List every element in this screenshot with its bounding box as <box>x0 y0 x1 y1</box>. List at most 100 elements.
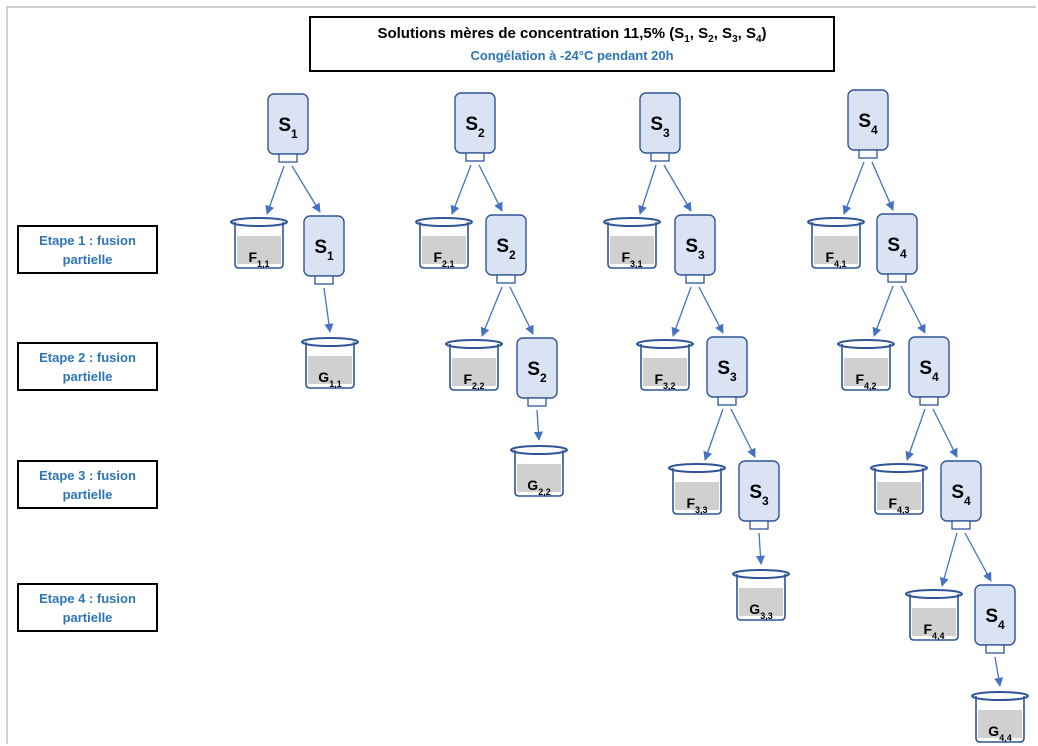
title-suffix: ) <box>761 25 767 42</box>
fraction-beaker: G1,1 <box>301 337 359 389</box>
beaker-label: F2,2 <box>463 371 484 391</box>
bottle-label: S3 <box>685 236 705 262</box>
solution-bottle: S3 <box>674 214 716 284</box>
title-prefix: Solutions mères de concentration 11,5% ( <box>377 25 675 42</box>
bottle-label: S3 <box>650 114 670 140</box>
beaker-label: F3,2 <box>654 371 675 391</box>
flow-arrow <box>638 164 657 215</box>
beaker-label: F3,3 <box>686 495 707 515</box>
fraction-beaker: F3,3 <box>668 463 726 515</box>
solution-bottle: S2 <box>516 337 558 407</box>
beaker-label: G3,3 <box>749 601 772 621</box>
flow-arrow <box>480 286 503 337</box>
fraction-beaker: G2,2 <box>510 445 568 497</box>
flow-arrow <box>872 285 894 337</box>
solution-bottle: S3 <box>639 92 681 162</box>
fraction-beaker: F4,1 <box>807 217 865 269</box>
title-item: S <box>698 25 709 42</box>
title-item-sub: 1 <box>684 34 690 45</box>
title-item-sub: 4 <box>755 34 762 45</box>
beaker-label: G2,2 <box>527 477 550 497</box>
fraction-beaker: F2,1 <box>415 217 473 269</box>
step-2-label: Etape 2 : fusion partielle <box>17 342 158 391</box>
title-item: S <box>745 25 756 42</box>
flow-arrow <box>932 408 958 458</box>
bottle-label: S1 <box>278 115 298 141</box>
page-title: Solutions mères de concentration 11,5% (… <box>311 25 833 45</box>
fraction-beaker: F4,4 <box>905 589 963 641</box>
solution-bottle: S3 <box>738 460 780 530</box>
flow-arrow <box>291 165 321 213</box>
fraction-beaker: F1,1 <box>230 217 288 269</box>
title-item-sub: 2 <box>708 34 714 45</box>
title-item: S <box>674 25 685 42</box>
fraction-beaker: F4,3 <box>870 463 928 515</box>
solution-bottle: S4 <box>908 336 950 406</box>
flow-arrow <box>698 286 724 334</box>
figure-frame <box>6 6 1036 744</box>
flow-arrow <box>842 161 865 215</box>
solution-bottle: S2 <box>485 214 527 284</box>
solution-bottle: S4 <box>940 460 982 530</box>
bottle-label: S2 <box>465 114 485 140</box>
solution-bottle: S1 <box>267 93 309 163</box>
fraction-beaker: F2,2 <box>445 339 503 391</box>
beaker-label: F4,4 <box>923 621 944 641</box>
flow-arrow <box>939 532 958 587</box>
solution-bottle: S2 <box>454 92 496 162</box>
bottle-label: S3 <box>749 482 769 508</box>
flow-arrow <box>905 408 926 461</box>
bottle-label: S4 <box>858 111 878 137</box>
title-sep: , <box>689 25 699 42</box>
fraction-beaker: F4,2 <box>837 339 895 391</box>
beaker-label: G4,4 <box>988 723 1011 743</box>
bottle-label: S4 <box>919 358 939 384</box>
flow-arrow <box>900 285 926 334</box>
step-3-label: Etape 3 : fusion partielle <box>17 460 158 509</box>
flow-arrow <box>703 408 724 461</box>
solution-bottle: S1 <box>303 215 345 285</box>
flow-arrow <box>663 164 692 212</box>
flow-arrow <box>964 532 992 582</box>
flow-arrow <box>478 164 503 212</box>
fraction-beaker: G4,4 <box>971 691 1029 743</box>
flow-arrow <box>450 164 472 215</box>
fraction-beaker: G3,3 <box>732 569 790 621</box>
flow-arrow <box>509 286 534 335</box>
bottle-label: S4 <box>887 235 907 261</box>
solution-bottle: S3 <box>706 336 748 406</box>
flow-arrow <box>533 409 543 441</box>
flow-arrow <box>671 286 692 337</box>
flow-arrow <box>265 165 285 215</box>
flow-arrow <box>755 532 766 565</box>
bottle-label: S2 <box>496 236 516 262</box>
step-1-label: Etape 1 : fusion partielle <box>17 225 158 274</box>
bottle-label: S2 <box>527 359 547 385</box>
bottle-label: S1 <box>314 237 334 263</box>
header-box: Solutions mères de concentration 11,5% (… <box>309 16 835 72</box>
title-sep: , <box>737 25 746 42</box>
flow-arrow <box>323 287 334 333</box>
solution-bottle: S4 <box>876 213 918 283</box>
solution-bottle: S4 <box>974 584 1016 654</box>
flow-arrow <box>871 161 894 211</box>
flow-arrow <box>730 408 756 458</box>
subtitle: Congélation à -24°C pendant 20h <box>470 48 674 63</box>
beaker-label: F1,1 <box>248 249 269 269</box>
bottle-label: S4 <box>951 482 971 508</box>
flow-arrow <box>994 656 1004 687</box>
beaker-label: F3,1 <box>621 249 642 269</box>
beaker-label: F4,1 <box>825 249 846 269</box>
beaker-label: G1,1 <box>318 369 341 389</box>
beaker-label: F4,3 <box>888 495 909 515</box>
fraction-beaker: F3,2 <box>636 339 694 391</box>
solution-bottle: S4 <box>847 89 889 159</box>
bottle-label: S4 <box>985 606 1005 632</box>
title-sep: , <box>713 25 723 42</box>
fraction-beaker: F3,1 <box>603 217 661 269</box>
bottle-label: S3 <box>717 358 737 384</box>
title-item-sub: 3 <box>732 34 738 45</box>
step-4-label: Etape 4 : fusion partielle <box>17 583 158 632</box>
beaker-label: F2,1 <box>433 249 454 269</box>
